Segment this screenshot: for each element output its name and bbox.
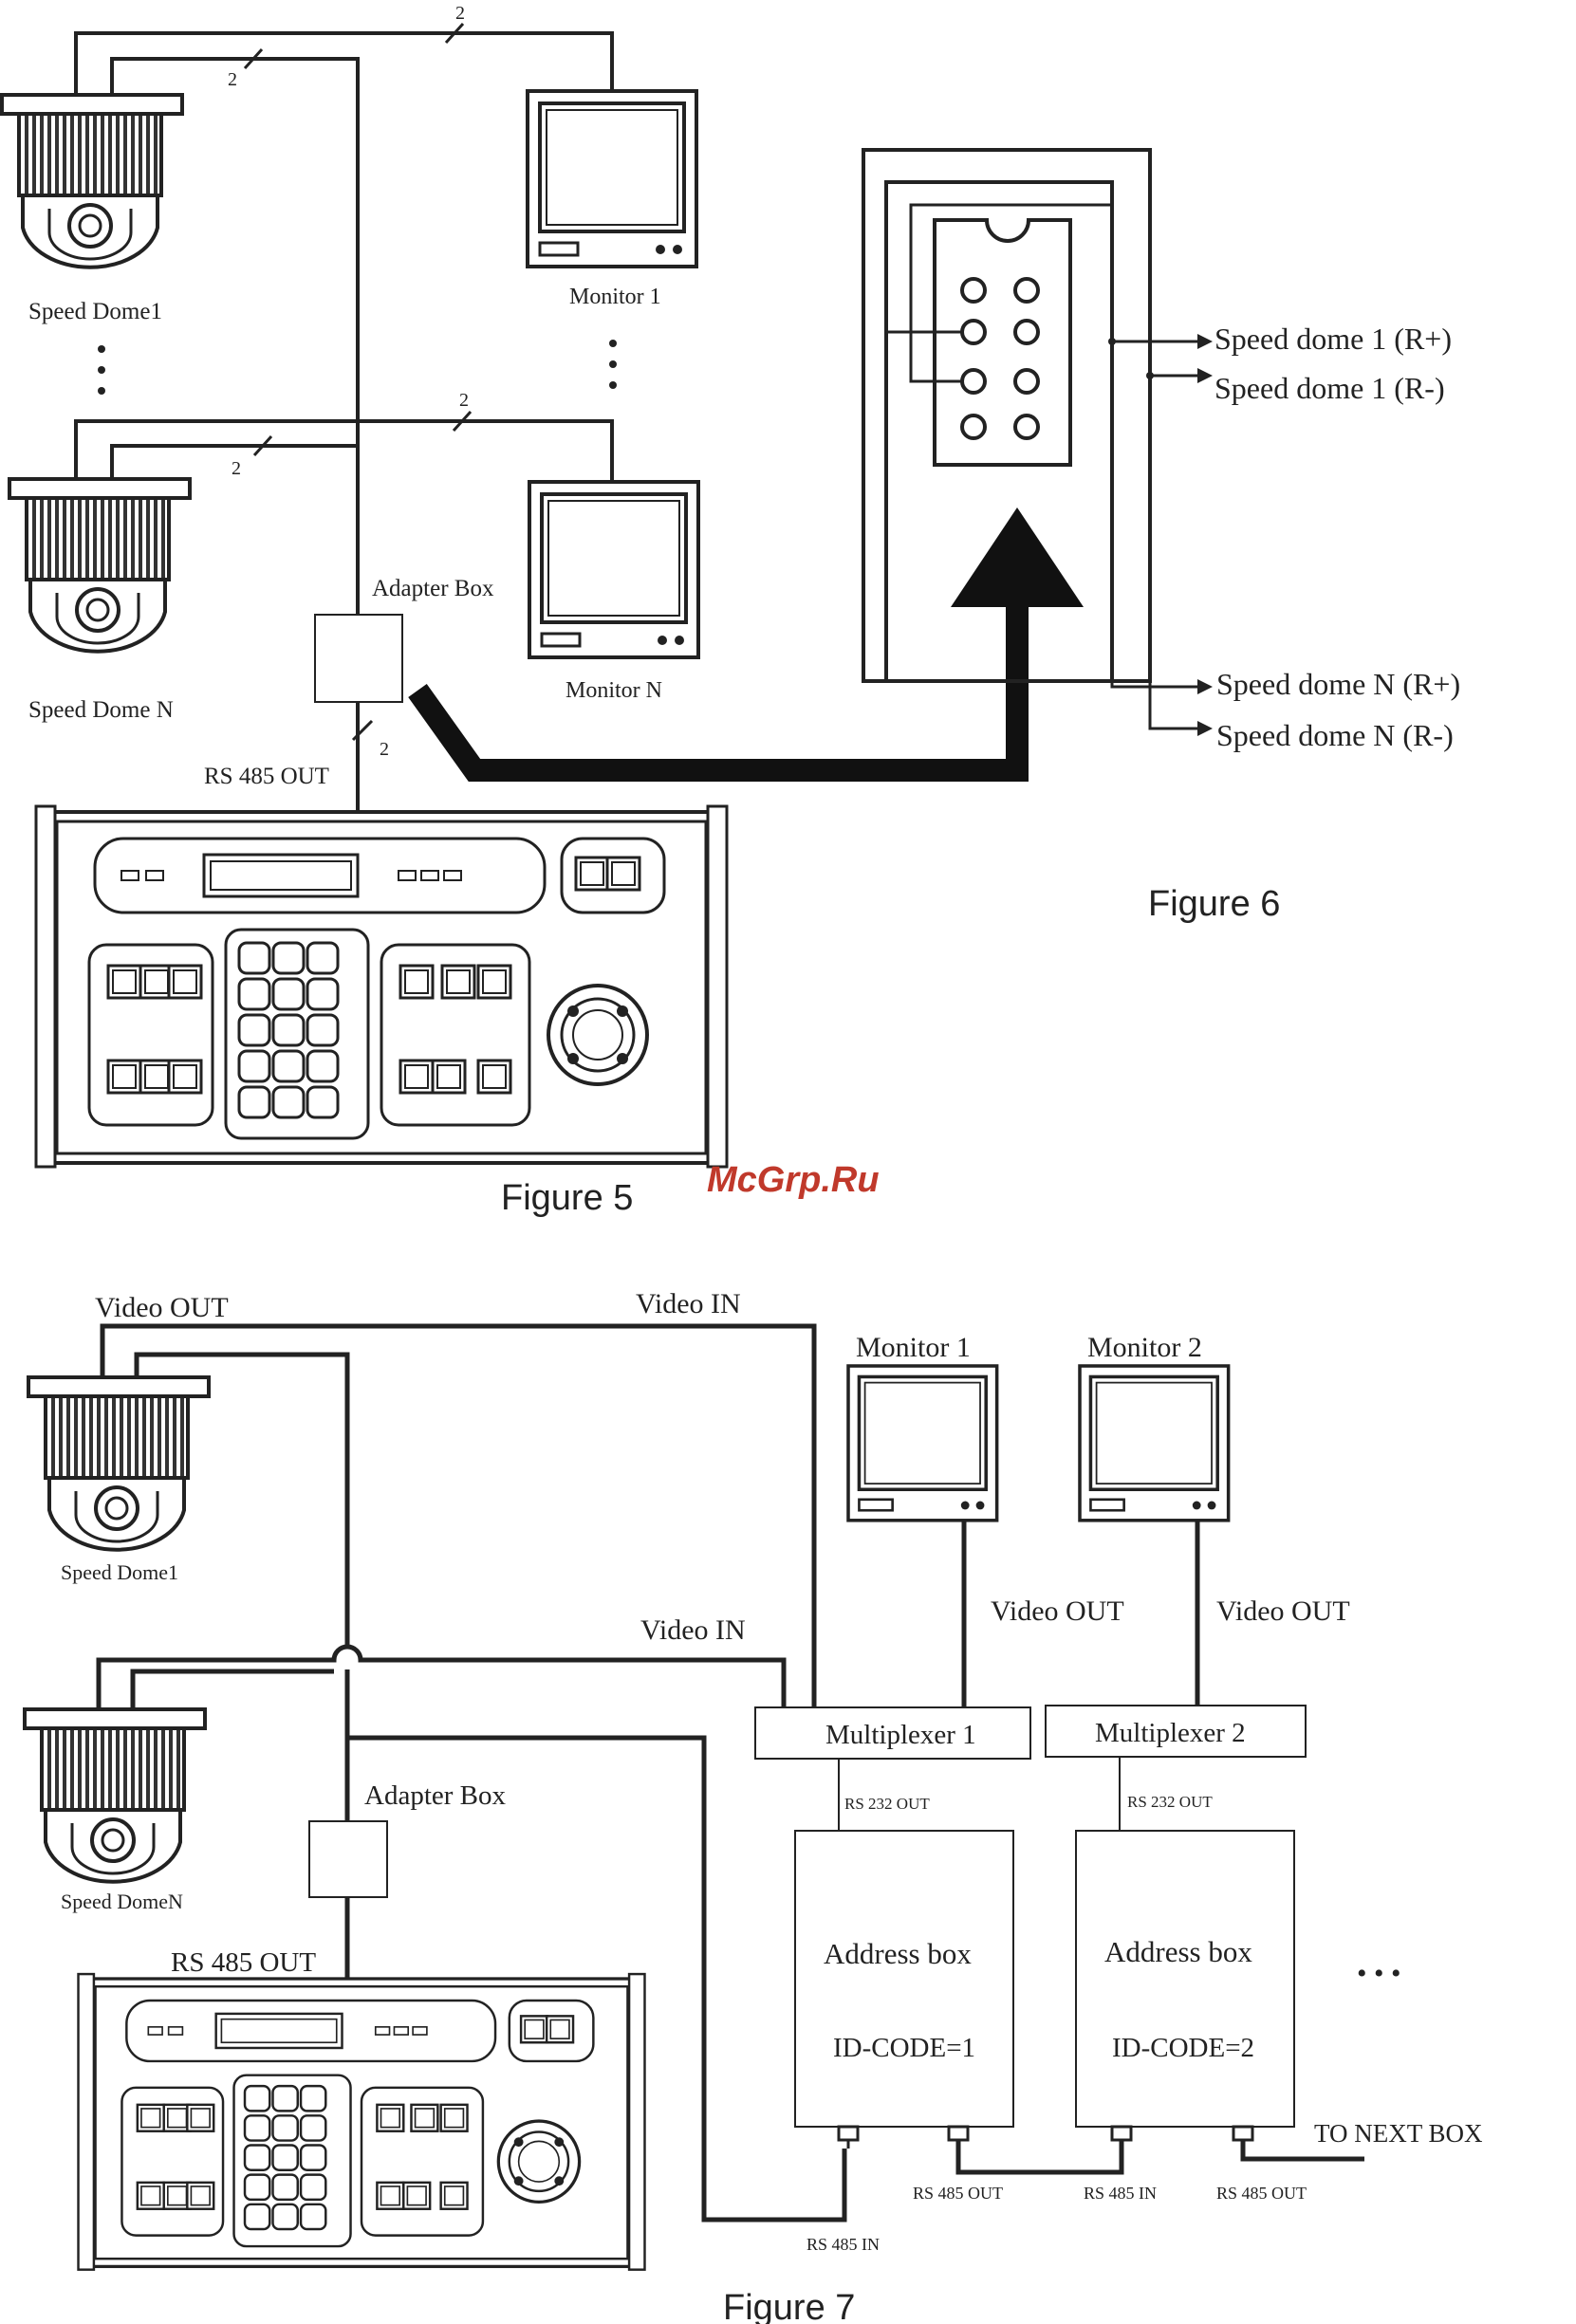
f7-speed-dome-n-label: Speed DomeN xyxy=(61,1890,183,1913)
f5-speed-dome-1-label: Speed Dome1 xyxy=(28,299,162,324)
f7-to-next-box-label: TO NEXT BOX xyxy=(1314,2119,1483,2148)
f7-adapter-box xyxy=(308,1820,388,1898)
f7-rs485-out-2-label: RS 485 OUT xyxy=(1216,2184,1307,2203)
f6-dome1-rminus-label: Speed dome 1 (R-) xyxy=(1214,371,1445,405)
f6-dome1-rplus-label: Speed dome 1 (R+) xyxy=(1214,322,1452,356)
f7-rs485-out-label: RS 485 OUT xyxy=(171,1947,316,1978)
f7-address-box-2 xyxy=(1075,1830,1295,2128)
f7-video-out-1-label: Video OUT xyxy=(991,1595,1124,1627)
f6-connector-plug xyxy=(933,218,1072,467)
f7-monitor-2-label: Monitor 2 xyxy=(1087,1332,1202,1363)
f7-rs485-out-1-label: RS 485 OUT xyxy=(913,2184,1003,2203)
f7-multiplexer-2 xyxy=(1045,1705,1307,1758)
f5-wire-count-top-inner: 2 xyxy=(228,69,237,90)
f5-rs485-out-label: RS 485 OUT xyxy=(204,764,329,789)
f7-video-in-mid-label: Video IN xyxy=(640,1614,746,1646)
f5-monitor-n-label: Monitor N xyxy=(566,678,662,703)
speed-dome-n-camera-icon xyxy=(8,477,192,654)
f7-rs232-2-label: RS 232 OUT xyxy=(1127,1793,1213,1811)
figure-7-caption: Figure 7 xyxy=(723,2288,855,2324)
f7-monitor-1-icon xyxy=(846,1364,999,1522)
f7-speed-dome-1-camera-icon xyxy=(27,1375,211,1552)
f7-rs485-in-2-label: RS 485 IN xyxy=(1084,2184,1157,2203)
f5-monitor-1-label: Monitor 1 xyxy=(569,285,661,309)
f7-rs232-1-label: RS 232 OUT xyxy=(844,1795,930,1813)
figure-6: Speed dome 1 (R+) Speed dome 1 (R-) Spee… xyxy=(862,148,1460,924)
f5-to-f6-arrow-icon xyxy=(951,507,1084,607)
f7-more-boxes-ellipsis: • • • xyxy=(1357,1958,1401,1989)
f7-multiplexer-1-label: Multiplexer 1 xyxy=(825,1720,976,1750)
f5-wire-count-mid: 2 xyxy=(459,390,469,411)
f7-monitor-1-label: Monitor 1 xyxy=(856,1332,971,1363)
figure-7: Video OUT Video IN Video IN Speed Dome1 … xyxy=(23,1288,1483,2324)
monitor-1-icon xyxy=(526,89,698,268)
f5-wire-count-bottom: 2 xyxy=(380,739,389,760)
f7-address-box-1-label: Address box xyxy=(824,1937,972,1970)
f7-id-code-1-label: ID-CODE=1 xyxy=(833,2033,975,2063)
f5-adapter-box-label: Adapter Box xyxy=(372,576,494,601)
f7-multiplexer-1 xyxy=(754,1706,1031,1760)
f5-wire-count-top: 2 xyxy=(455,3,465,24)
f5-keyboard-controller-icon xyxy=(36,806,727,1167)
monitor-n-icon xyxy=(528,480,700,659)
f7-video-out-2-label: Video OUT xyxy=(1216,1595,1350,1627)
f7-video-in-top-label: Video IN xyxy=(636,1288,741,1319)
figure-6-caption: Figure 6 xyxy=(1148,884,1280,924)
f7-address-box-2-label: Address box xyxy=(1104,1935,1252,1968)
figure-5: Speed Dome1 2 2 Monitor 1 2 2 Speed Dome… xyxy=(0,3,1084,1218)
f7-keyboard-controller-icon xyxy=(79,1974,645,2270)
f6-domen-rplus-label: Speed dome N (R+) xyxy=(1216,667,1460,701)
f5-adapter-box xyxy=(314,614,403,703)
f7-speed-dome-n-camera-icon xyxy=(23,1707,207,1884)
watermark: McGrp.Ru xyxy=(707,1160,880,1200)
f7-video-out-top-label: Video OUT xyxy=(95,1292,229,1323)
f5-wire-count-mid-inner: 2 xyxy=(232,458,241,479)
f7-speed-dome-1-label: Speed Dome1 xyxy=(61,1560,178,1584)
f7-address-box-1 xyxy=(794,1830,1014,2128)
f7-multiplexer-2-label: Multiplexer 2 xyxy=(1095,1718,1246,1748)
f7-rs485-in-label: RS 485 IN xyxy=(807,2235,880,2254)
f6-domen-rminus-label: Speed dome N (R-) xyxy=(1216,718,1454,752)
speed-dome-1-camera-icon xyxy=(0,93,184,269)
figure-5-caption: Figure 5 xyxy=(501,1178,633,1218)
f7-adapter-box-label: Adapter Box xyxy=(364,1780,506,1811)
f7-id-code-2-label: ID-CODE=2 xyxy=(1112,2033,1254,2063)
f5-speed-dome-n-label: Speed Dome N xyxy=(28,697,174,723)
f7-monitor-2-icon xyxy=(1078,1364,1231,1522)
